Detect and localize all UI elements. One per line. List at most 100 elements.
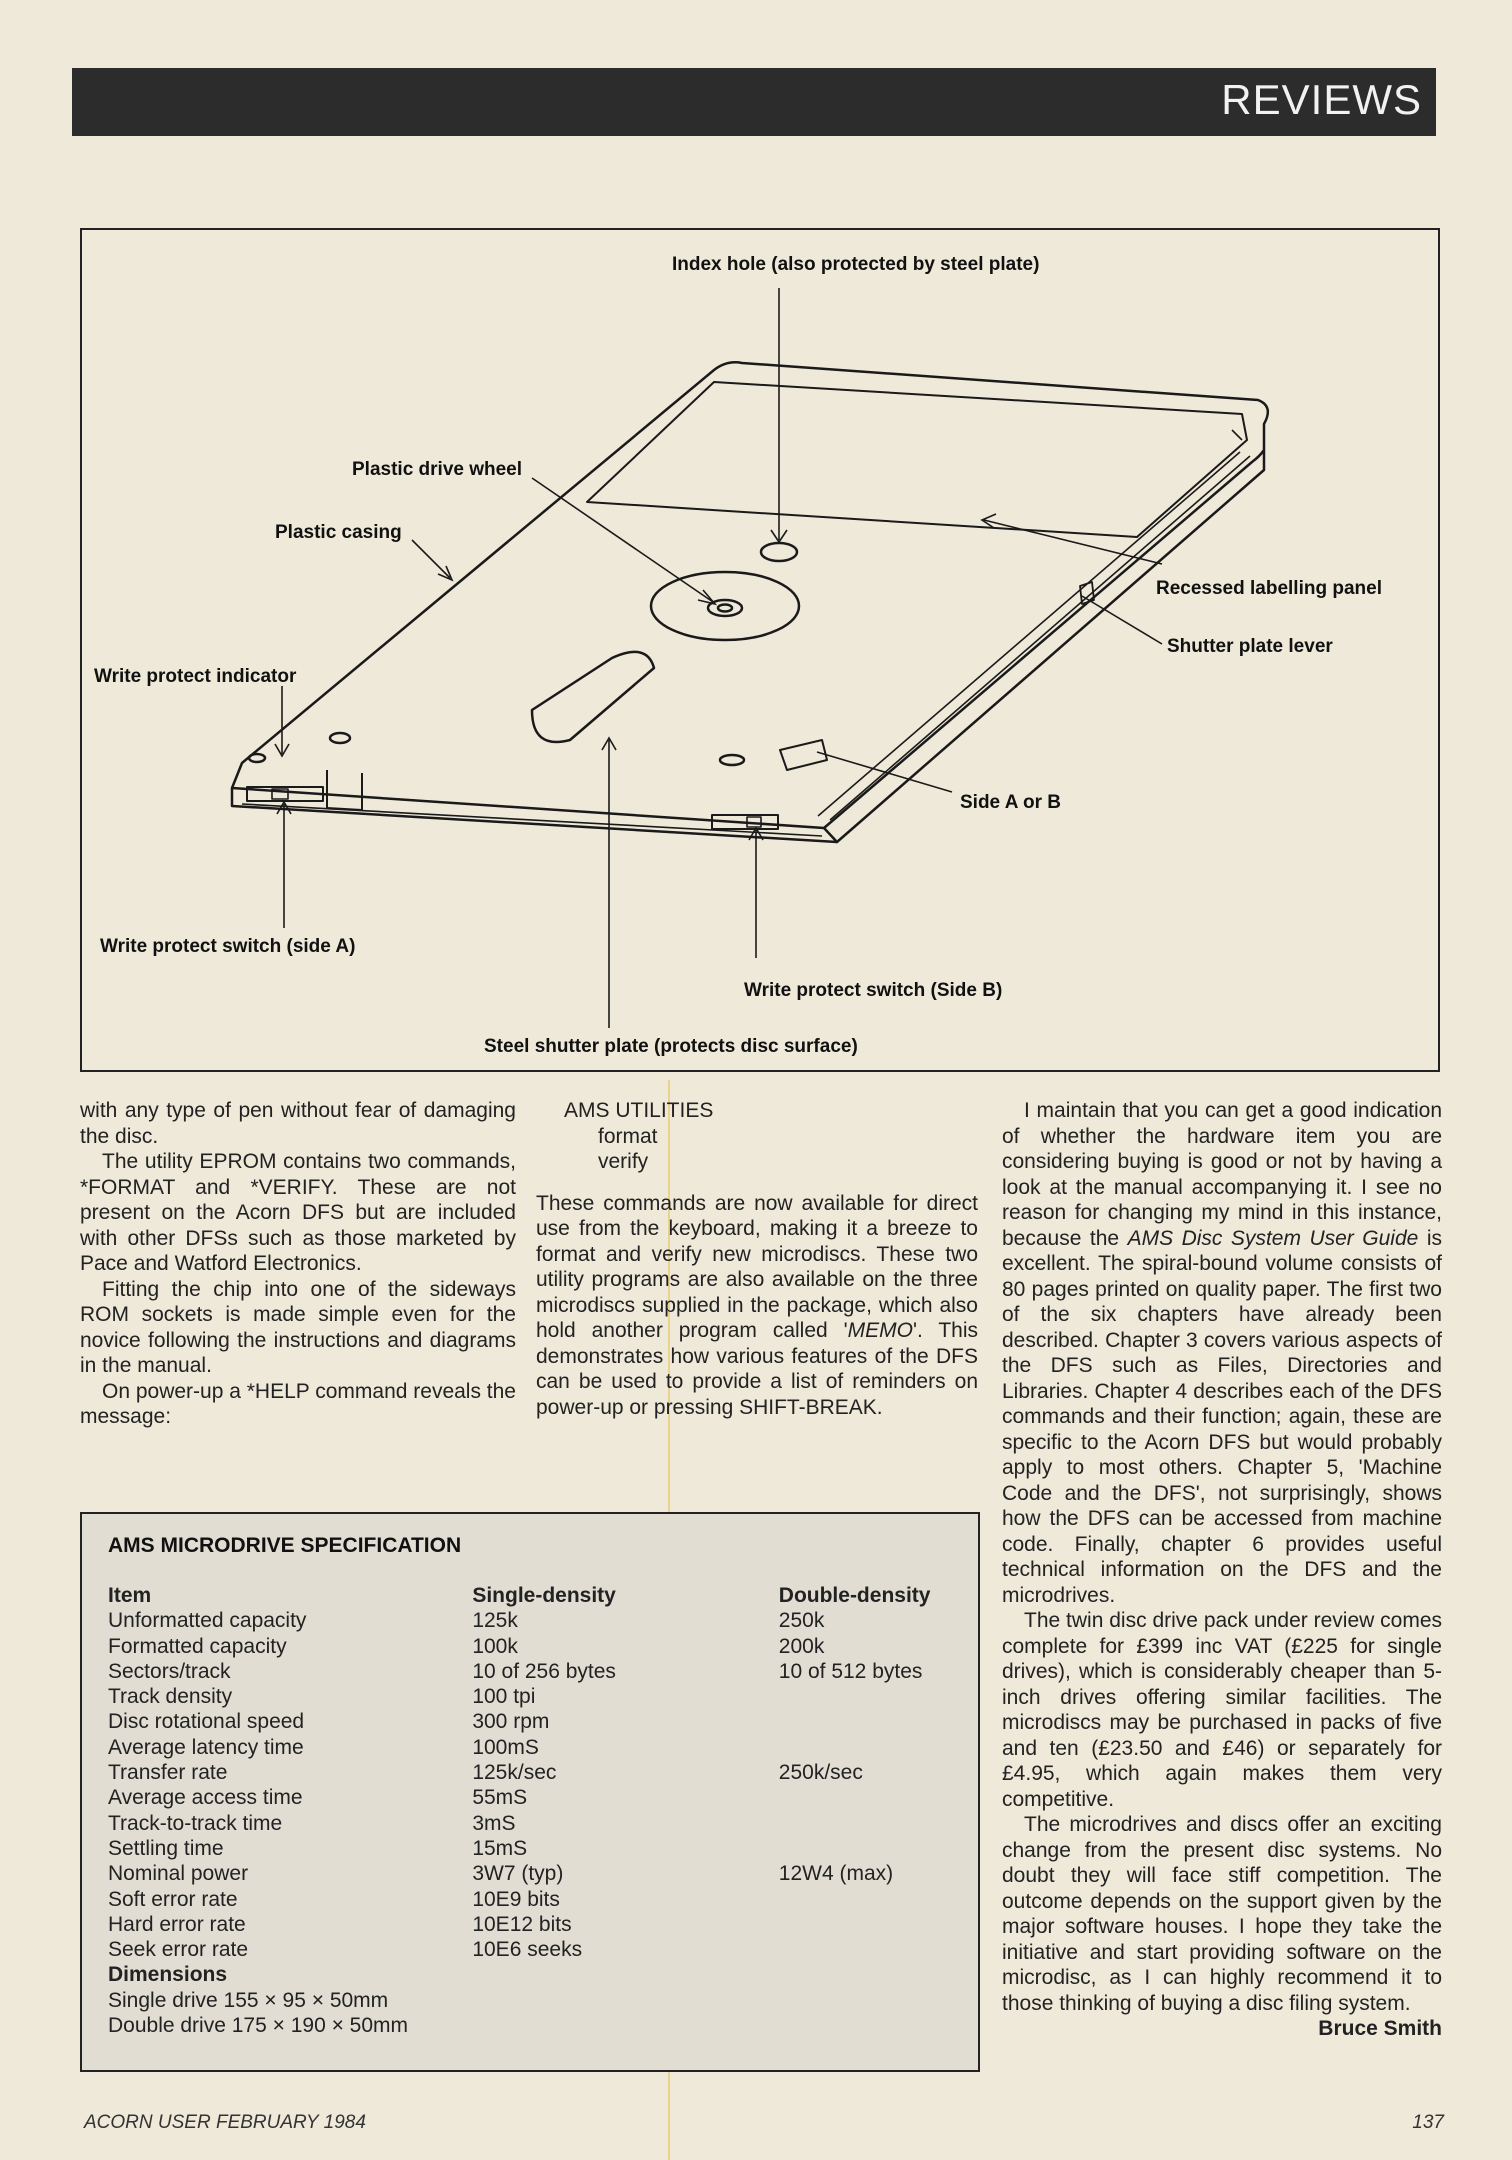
label-shutter-lever: Shutter plate lever — [1167, 636, 1333, 657]
spec-cell: 10E6 seeks — [472, 1938, 583, 1962]
author-name: Bruce Smith — [1318, 2017, 1442, 2040]
spec-panel: AMS MICRODRIVE SPECIFICATION Item Single… — [80, 1512, 980, 2072]
spec-cell: Track-to-track time — [108, 1811, 283, 1835]
paragraph: On power-up a *HELP command reveals the … — [80, 1379, 516, 1429]
spec-header-row: Item Single-density Double-density — [108, 1584, 978, 1609]
side-marker — [779, 739, 828, 771]
spec-cell: Average latency time — [108, 1735, 304, 1759]
spec-cell: Sectors/track — [108, 1659, 231, 1683]
spec-table: Item Single-density Double-density Unfor… — [108, 1584, 978, 2039]
dimensions-label: Dimensions — [108, 1963, 228, 1987]
spec-cell — [779, 1736, 978, 1761]
spec-cell: 100 tpi — [472, 1685, 536, 1709]
spec-cell — [779, 1812, 978, 1837]
spec-cell: 10E9 bits — [472, 1887, 560, 1911]
label-casing: Plastic casing — [275, 522, 402, 543]
drive-wheel — [649, 570, 801, 642]
spec-cell: 200k — [778, 1634, 825, 1658]
dimensions-double: Double drive 175 × 190 × 50mm — [108, 2014, 409, 2038]
spec-cell: Transfer rate — [108, 1761, 228, 1785]
spec-cell — [779, 1938, 978, 1963]
spec-cell — [779, 1888, 978, 1913]
paragraph: The twin disc drive pack under review co… — [1002, 1609, 1442, 1811]
spec-row: Transfer rate 125k/sec 250k/sec — [108, 1761, 978, 1786]
spec-row: Unformatted capacity 125k 250k — [108, 1609, 978, 1634]
labelling-panel — [586, 381, 1248, 538]
spec-row: Disc rotational speed 300 rpm — [108, 1710, 978, 1735]
spec-row: Soft error rate 10E9 bits — [108, 1888, 978, 1913]
spec-header: Double-density — [778, 1584, 931, 1607]
index-hole — [759, 541, 799, 563]
label-index-hole: Index hole (also protected by steel plat… — [672, 254, 1039, 275]
spec-cell — [779, 1837, 978, 1862]
label-side: Side A or B — [960, 792, 1061, 813]
spec-cell: Track density — [108, 1685, 233, 1709]
microdisc-diagram: Index hole (also protected by steel plat… — [80, 228, 1440, 1072]
spec-cell: 250k — [778, 1609, 825, 1633]
spec-header: Single-density — [472, 1584, 616, 1607]
utilities-title: AMS UTILITIES — [564, 1099, 714, 1122]
spec-cell — [779, 1786, 978, 1811]
spec-cell: 250k/sec — [778, 1761, 863, 1785]
article-column-2: AMS UTILITIES format verify These comman… — [536, 1098, 978, 1420]
label-wp-indicator: Write protect indicator — [94, 666, 297, 687]
spec-cell: 3W7 (typ) — [472, 1862, 564, 1886]
spec-cell: 125k — [472, 1609, 518, 1633]
spec-cell — [779, 1710, 978, 1735]
paragraph: with any type of pen without fear of dam… — [80, 1099, 516, 1148]
spec-cell: 125k/sec — [472, 1761, 557, 1785]
spec-cell — [779, 1685, 978, 1710]
wp-switch-b — [711, 814, 779, 830]
microdisc-drawing: Index hole (also protected by steel plat… — [94, 254, 1382, 1057]
spec-cell: Formatted capacity — [108, 1634, 287, 1658]
label-shutter: Steel shutter plate (protects disc surfa… — [484, 1036, 858, 1057]
spec-cell: Nominal power — [108, 1862, 249, 1886]
label-wp-switch-b: Write protect switch (Side B) — [744, 980, 1002, 1001]
dimensions-single: Single drive 155 × 95 × 50mm — [108, 1988, 389, 2012]
section-title: REVIEWS — [1221, 76, 1422, 123]
paragraph: The utility EPROM contains two commands,… — [80, 1150, 516, 1275]
wp-switch-a — [246, 786, 324, 802]
article-column-3: I maintain that you can get a good indic… — [1002, 1098, 1442, 2042]
spec-cell: 3mS — [472, 1811, 516, 1835]
spec-dimensions-row: Single drive 155 × 95 × 50mm — [108, 1989, 978, 2014]
spec-cell — [779, 1913, 978, 1938]
label-wp-switch-a: Write protect switch (side A) — [100, 936, 355, 957]
spec-row: Track-to-track time 3mS — [108, 1812, 978, 1837]
spec-row: Average access time 55mS — [108, 1786, 978, 1811]
publication-footer: ACORN USER FEBRUARY 1984 — [84, 2112, 366, 2133]
spec-row: Hard error rate 10E12 bits — [108, 1913, 978, 1938]
spec-cell: Hard error rate — [108, 1912, 246, 1936]
disc-right-edge — [823, 450, 1266, 844]
paragraph: These commands are now available for dir… — [536, 1191, 978, 1419]
label-labelling-panel: Recessed labelling panel — [1156, 578, 1382, 599]
section-header-bar: REVIEWS — [72, 68, 1436, 136]
spec-cell: Disc rotational speed — [108, 1710, 305, 1734]
spec-cell: Average access time — [108, 1786, 303, 1810]
spec-cell: Unformatted capacity — [108, 1609, 307, 1633]
label-drive-wheel: Plastic drive wheel — [352, 459, 522, 480]
spec-cell: 10E12 bits — [472, 1912, 572, 1936]
head-slot — [530, 650, 656, 744]
spec-row: Nominal power 3W7 (typ) 12W4 (max) — [108, 1862, 978, 1887]
page-number: 137 — [1412, 2112, 1444, 2133]
spec-cell: 300 rpm — [472, 1710, 550, 1734]
spec-row: Track density 100 tpi — [108, 1685, 978, 1710]
article-column-1: with any type of pen without fear of dam… — [80, 1098, 516, 1430]
paragraph: The microdrives and discs offer an excit… — [1002, 1813, 1442, 2015]
spec-cell: 12W4 (max) — [778, 1862, 894, 1886]
spec-title: AMS MICRODRIVE SPECIFICATION — [108, 1534, 462, 1557]
spec-cell: 15mS — [472, 1836, 528, 1860]
spec-cell: Settling time — [108, 1836, 224, 1860]
spec-header: Item — [108, 1584, 152, 1607]
spec-cell: 55mS — [472, 1786, 528, 1810]
utility-item: format — [598, 1124, 658, 1148]
disc-top-surface — [230, 361, 1270, 830]
spec-cell: Soft error rate — [108, 1887, 238, 1911]
disc-front-edge — [230, 788, 838, 844]
